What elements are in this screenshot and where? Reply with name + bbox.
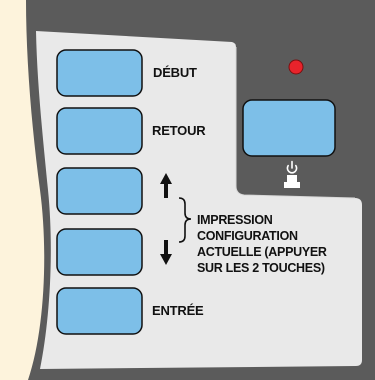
brace-icon — [178, 197, 192, 243]
start-button[interactable] — [56, 49, 143, 97]
printer-icon — [284, 175, 300, 188]
print-label-line-2: CONFIGURATION — [197, 229, 298, 243]
enter-button[interactable] — [56, 287, 143, 335]
panel-right-inset — [235, 47, 356, 199]
print-configuration-label: IMPRESSION CONFIGURATION ACTUELLE (APPUY… — [197, 212, 327, 276]
print-label-line-4: SUR LES 2 TOUCHES) — [197, 261, 325, 275]
back-label: RETOUR — [152, 123, 206, 138]
back-button[interactable] — [56, 107, 143, 155]
up-arrow-icon — [160, 173, 172, 198]
led-indicator — [288, 59, 304, 75]
down-button[interactable] — [56, 228, 143, 276]
start-label: DÉBUT — [153, 65, 197, 80]
down-arrow-icon — [160, 240, 172, 265]
print-label-line-3: ACTUELLE (APPUYER — [197, 245, 327, 259]
enter-label: ENTRÉE — [152, 303, 204, 318]
print-label-line-1: IMPRESSION — [197, 213, 273, 227]
up-button[interactable] — [56, 167, 143, 215]
power-icon — [286, 160, 298, 174]
power-button[interactable] — [242, 99, 336, 157]
